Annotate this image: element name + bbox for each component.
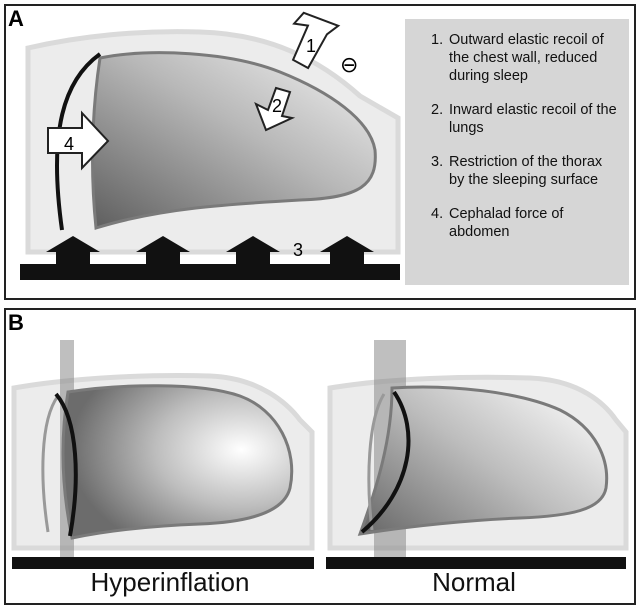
legend-item: 2. Inward elastic recoil of the lungs — [431, 101, 621, 137]
diaphragm-hyper — [54, 392, 78, 537]
surface-arrow — [226, 236, 280, 264]
arrow-2-inward — [254, 86, 296, 132]
legend-number: 4. — [431, 206, 444, 222]
legend-box: 1. Outward elastic recoil of the chest w… — [405, 19, 629, 285]
legend-text: Restriction of the thorax by the sleepin… — [449, 154, 603, 188]
legend-number: 3. — [431, 154, 444, 170]
caption-normal: Normal — [432, 567, 516, 597]
legend-text: Inward elastic recoil of the lungs — [449, 102, 617, 136]
surface-arrow — [136, 236, 190, 264]
reduced-symbol: ⊖ — [340, 53, 358, 78]
arrow-4-label: 4 — [64, 134, 74, 154]
arrow-3-label: 3 — [293, 240, 303, 260]
legend-item: 4. Cephalad force of abdomen — [431, 205, 621, 241]
legend-item: 3. Restriction of the thorax by the slee… — [431, 153, 621, 189]
caption-hyperinflation: Hyperinflation — [90, 567, 250, 597]
legend-text: Outward elastic recoil of the chest wall… — [449, 32, 604, 84]
lung-hyper — [61, 384, 294, 540]
panel-a-letter: A — [8, 6, 24, 31]
sleeping-surface-a — [20, 264, 400, 280]
sleeping-surface-hyper — [12, 557, 314, 569]
legend-text: Cephalad force of abdomen — [449, 206, 564, 240]
lung-a — [91, 51, 377, 230]
legend-number: 2. — [431, 102, 444, 118]
arrow-4-cephalad — [47, 110, 110, 171]
diaphragm-hyper-dashed — [41, 395, 60, 533]
arrow-1-outward — [291, 11, 341, 70]
lung-normal — [357, 385, 609, 536]
arrow-2-label: 2 — [272, 96, 282, 116]
diaphragm-normal — [360, 390, 411, 534]
surface-arrow — [46, 236, 100, 264]
diaphragm-normal-dashed — [367, 393, 386, 531]
legend-item: 1. Outward elastic recoil of the chest w… — [431, 31, 621, 85]
diaphragm-a — [55, 52, 102, 231]
sleeping-surface-normal — [326, 557, 626, 569]
legend-number: 1. — [431, 32, 444, 48]
arrow-1-label: 1 — [306, 36, 316, 56]
panel-b-letter: B — [8, 310, 24, 335]
surface-arrow — [320, 236, 374, 264]
